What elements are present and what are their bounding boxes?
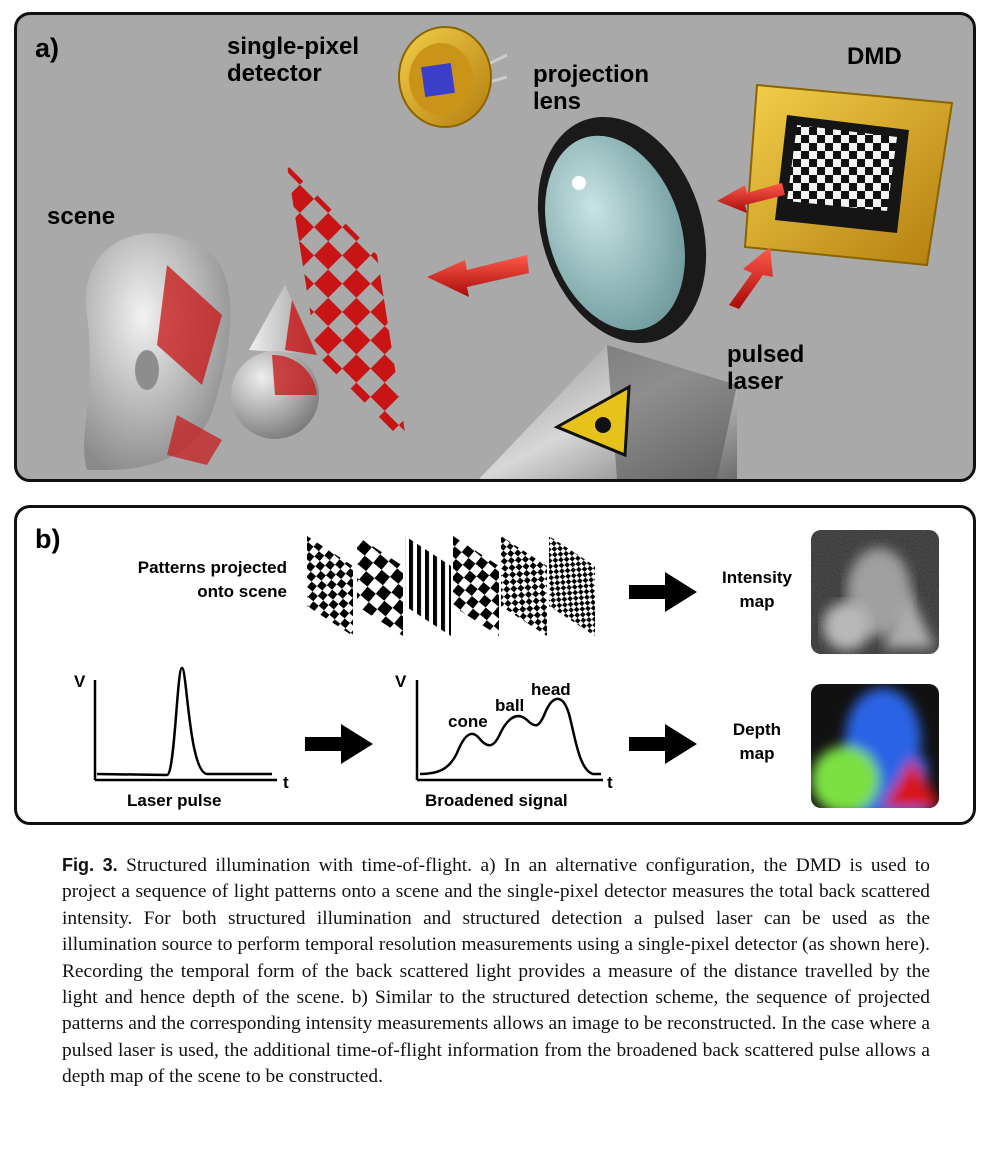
panel-b-illustration	[93, 530, 939, 808]
pattern-tile-5	[501, 536, 547, 636]
figure-caption: Fig. 3. Structured illumination with tim…	[62, 852, 930, 1091]
detector-label: single-pixel detector	[227, 33, 359, 87]
depth-map-label-line2: map	[739, 744, 775, 763]
panel-b: b) Patterns projected onto scene Intensi…	[14, 505, 976, 825]
arrow-to-intensity	[629, 572, 697, 612]
lens-label-line2: lens	[533, 88, 582, 115]
detector-label-line1: single-pixel	[227, 33, 360, 60]
depth-map-image	[811, 684, 939, 808]
arrow-to-depth	[629, 724, 697, 764]
laser-label-line1: pulsed	[727, 341, 805, 368]
projected-pattern-red	[287, 165, 407, 445]
pulsed-laser-icon	[479, 345, 737, 479]
patterns-label-line2: onto scene	[197, 582, 287, 601]
panel-a: a) single-pixel detector projection lens…	[14, 12, 976, 482]
depth-map-label-line1: Depth	[732, 720, 782, 739]
pattern-tile-3	[405, 536, 451, 636]
arrow-to-scene	[427, 255, 529, 297]
arrow-from-laser	[729, 247, 773, 309]
scene-cone-icon	[249, 285, 317, 355]
caption-text: Structured illumination with time-of-fli…	[62, 855, 930, 1088]
laser-pulse-v-axis: V	[74, 672, 86, 691]
laser-pulse-plot	[93, 666, 277, 782]
depth-map-label: Depth map	[712, 718, 802, 766]
laser-label-line2: laser	[727, 368, 784, 395]
broadened-signal-label: Broadened signal	[425, 791, 568, 810]
scene-head-icon	[84, 233, 231, 470]
patterns-label-line1: Patterns projected	[137, 558, 287, 577]
peak-head-label: head	[531, 680, 571, 699]
peak-ball-label: ball	[495, 696, 525, 715]
scene-label: scene	[47, 203, 116, 230]
intensity-map-label-line1: Intensity	[722, 568, 792, 587]
lens-label: projection lens	[533, 61, 649, 115]
panel-a-letter: a)	[35, 33, 60, 63]
dmd-label: DMD	[847, 43, 902, 70]
detector-label-line2: detector	[227, 60, 322, 87]
scene-ball-icon	[231, 351, 319, 439]
panel-a-illustration	[84, 26, 954, 479]
broadened-t-axis: t	[607, 773, 613, 792]
pattern-tile-1	[307, 536, 353, 636]
laser-pulse-t-axis: t	[283, 773, 289, 792]
intensity-map-image	[811, 530, 939, 654]
intensity-map-label-line2: map	[739, 592, 775, 611]
arrow-from-dmd	[717, 183, 785, 213]
patterns-label: Patterns projected onto scene	[87, 556, 287, 604]
intensity-map-label: Intensity map	[712, 566, 802, 614]
projection-lens-icon	[537, 116, 707, 344]
laser-label: pulsed laser	[727, 341, 804, 395]
lens-label-line1: projection	[533, 61, 650, 88]
arrow-laser-to-broadened	[305, 724, 373, 764]
panel-b-letter: b)	[35, 524, 61, 554]
pattern-tile-4	[453, 536, 499, 636]
peak-cone-label: cone	[448, 712, 488, 731]
laser-pulse-label: Laser pulse	[127, 791, 222, 810]
pattern-tile-2	[357, 536, 403, 636]
single-pixel-detector-icon	[398, 26, 508, 128]
dmd-icon	[743, 83, 954, 267]
pattern-tile-6	[549, 536, 595, 636]
broadened-v-axis: V	[395, 672, 407, 691]
broadened-signal-plot	[415, 680, 603, 782]
figure-label: Fig. 3.	[62, 855, 118, 875]
